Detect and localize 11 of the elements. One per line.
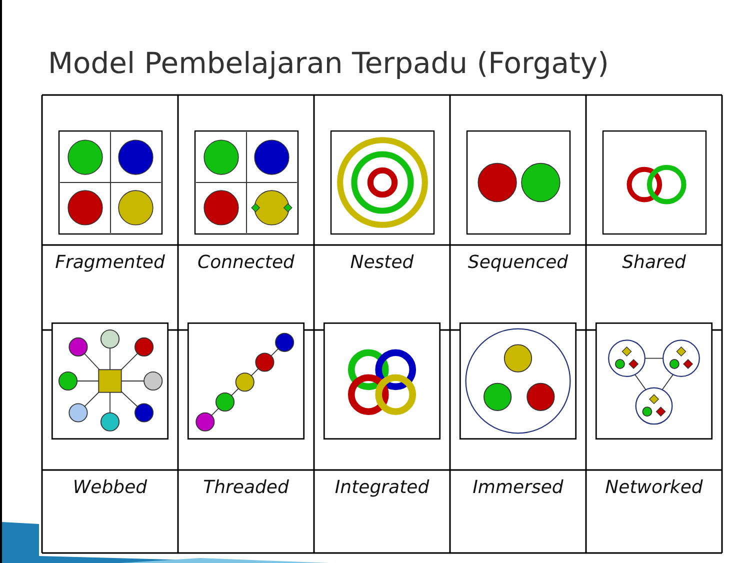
slide-title: Model Pembelajaran Terpadu (Forgaty) [48,46,609,80]
model-name: Webbed [72,476,148,499]
model-name: Nested [349,251,415,274]
model-name: Sequenced [466,251,570,274]
model-name: Fragmented [54,251,166,274]
model-name: Immersed [472,476,564,499]
model-name: Networked [604,476,704,499]
model-name: Integrated [334,476,430,499]
model-name: Connected [196,251,296,274]
model-name: Shared [621,251,687,274]
model-name: Threaded [202,476,290,499]
